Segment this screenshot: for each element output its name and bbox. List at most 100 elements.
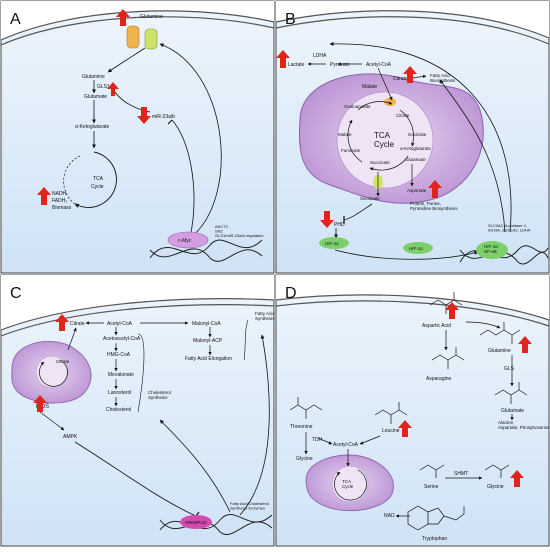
cycle-label: Cycle — [91, 184, 104, 190]
up-arrow-icon — [403, 66, 417, 83]
label-line: Synthesis Enzymes — [230, 506, 265, 511]
label-line: Pyrimidine Biosynthesis — [410, 206, 458, 211]
ldha-label: LDHA — [313, 53, 327, 59]
c-myc-node — [167, 231, 209, 249]
label-line: SLC3A2, Aconitase 2, — [488, 223, 527, 228]
succinate-label-b: Succinate — [360, 196, 380, 201]
gls1-label: GLS1 — [97, 84, 110, 90]
products-label: Alanine,Aspartate, Phosphoserine — [498, 420, 550, 430]
label-line: SN2 — [215, 229, 224, 234]
lactate-label: Lactate — [288, 62, 305, 68]
pyruvate-label: Pyruvate — [330, 62, 350, 68]
hmg-label: HMG-CoA — [107, 352, 131, 358]
label-line: Cycle — [374, 140, 395, 149]
malonylacp-label: Malonyl-ACP — [193, 338, 223, 344]
label-line: Biosynthesis — [430, 78, 456, 83]
glutamate-label: Glutamate — [84, 94, 107, 100]
label-line: IDH3A, SUCLA2, LDHA — [488, 228, 531, 233]
fumarate-label: Fumarate — [341, 148, 361, 153]
label-line: Cycle — [342, 484, 354, 489]
mevalonate-label: Mevalonate — [108, 372, 134, 378]
nad-label: NAD — [384, 513, 395, 519]
label-line: Protein, Purine, — [410, 201, 441, 206]
citrate-out-label-c: Citrate — [70, 321, 85, 327]
akg-label-b: α-Ketoglutarate — [400, 146, 431, 151]
up-arrow-icon — [107, 82, 119, 96]
acetoacetyl-label: Acetoacetyl-CoA — [103, 336, 141, 342]
panel-label-c: C — [10, 285, 22, 302]
malate-label-b: Malate — [338, 132, 352, 137]
panel-label-d: D — [285, 285, 297, 302]
up-arrow-icon — [276, 50, 290, 68]
fa-elong-label: Fatty Acid Elongation — [185, 356, 232, 362]
panel-a: A Glutamine Glutamine GLS1 Glutamate α-K… — [0, 0, 275, 274]
sn2-transporter — [144, 28, 158, 50]
aspartate-label: Aspartate — [407, 188, 427, 193]
panel-label-b: B — [285, 11, 296, 28]
glutamine-label: Glutamine — [82, 74, 105, 80]
oaa-label: Oxaloacetate — [344, 104, 371, 109]
glycine-right-label: Glycine — [487, 484, 504, 490]
hif1b-label: HIF-1α — [409, 246, 423, 251]
shmt-label: SHMT — [454, 471, 468, 477]
acetylcoa-label-b: Acetyl-CoA — [366, 62, 392, 68]
label-line: ASCT2 — [215, 224, 229, 229]
srebp-label: SREBP1/2 — [185, 520, 207, 525]
phd-label: PHD — [334, 222, 345, 228]
target-genes-label: SLC3A2, Aconitase 2,IDH3A, SUCLA2, LDHA — [488, 223, 531, 233]
citrate-in-label-c: Citrate — [56, 359, 70, 364]
up-arrow-icon — [428, 180, 442, 198]
upregulation-markers — [33, 9, 532, 487]
acetylcoa-label-c: Acetyl-CoA — [107, 321, 133, 327]
hif1-node — [319, 237, 349, 249]
citrate-out-label-b: Citrate — [393, 76, 408, 82]
glutamate-label-b: Glutamate — [405, 157, 426, 162]
label-line: NF-κB — [484, 249, 497, 254]
hif-nfkb-node — [476, 241, 508, 259]
up-arrow-icon — [510, 470, 524, 487]
label-line: TCA — [342, 479, 351, 484]
label-line: HIF-1α — [484, 244, 498, 249]
label-line: Synthesis — [255, 316, 275, 321]
up-arrow-icon — [398, 420, 412, 437]
panel-d: D Aspartic Acid Asparagine Glutamine GLS… — [275, 274, 550, 547]
up-arrow-icon — [445, 302, 459, 319]
label-line: Aspartate, Phosphoserine — [498, 425, 550, 430]
panel-c: C Citrate Citrate Acetyl-CoA Malonyl-CoA… — [0, 274, 275, 547]
glutamine-label-d: Glutamine — [488, 348, 511, 354]
up-arrow-icon — [518, 336, 532, 353]
down-arrow-icon — [320, 211, 334, 228]
tdh-label: TDH — [312, 437, 323, 443]
fadh-label: FADH₂ — [52, 198, 67, 204]
malonylcoa-label: Malonyl-CoA — [192, 321, 221, 327]
label-line: Alanine, — [498, 420, 514, 425]
up-arrow-icon — [33, 395, 47, 412]
protein-biosynthesis-label: Protein, Purine,Pyrimidine Biosynthesis — [410, 201, 458, 211]
srebp-node — [180, 515, 212, 529]
threonine-label: Threonine — [290, 424, 313, 430]
hif1b-node — [403, 242, 433, 254]
label-line: Synthesis — [148, 395, 168, 400]
label-line: Fatty Acid — [430, 73, 450, 78]
lanosterol-label: Lanosterol — [108, 390, 131, 396]
cholesterol-label: Cholesterol — [106, 407, 131, 413]
label-line: GLS1/miR-23a/b regulation — [215, 233, 263, 238]
aspartic-acid-label: Aspartic Acid — [422, 323, 451, 329]
c-myc-label: c-Myc — [178, 238, 192, 244]
up-arrow-icon — [37, 187, 51, 205]
panel-label-a: A — [10, 11, 21, 28]
asct2-transporter — [126, 25, 140, 49]
ampk-label: AMPK — [63, 434, 78, 440]
label-line: Fatty Acid/Cholesterol — [230, 501, 269, 506]
tryptophan-label: Tryptophan — [422, 536, 447, 542]
akg-label: α-Ketoglutarate — [75, 124, 110, 130]
tca-label: TCA — [93, 176, 104, 182]
mir-label: miR-23a/b — [152, 114, 175, 120]
label-line: Fatty Acid — [255, 311, 275, 316]
hif1-label: HIF-1α — [325, 241, 339, 246]
